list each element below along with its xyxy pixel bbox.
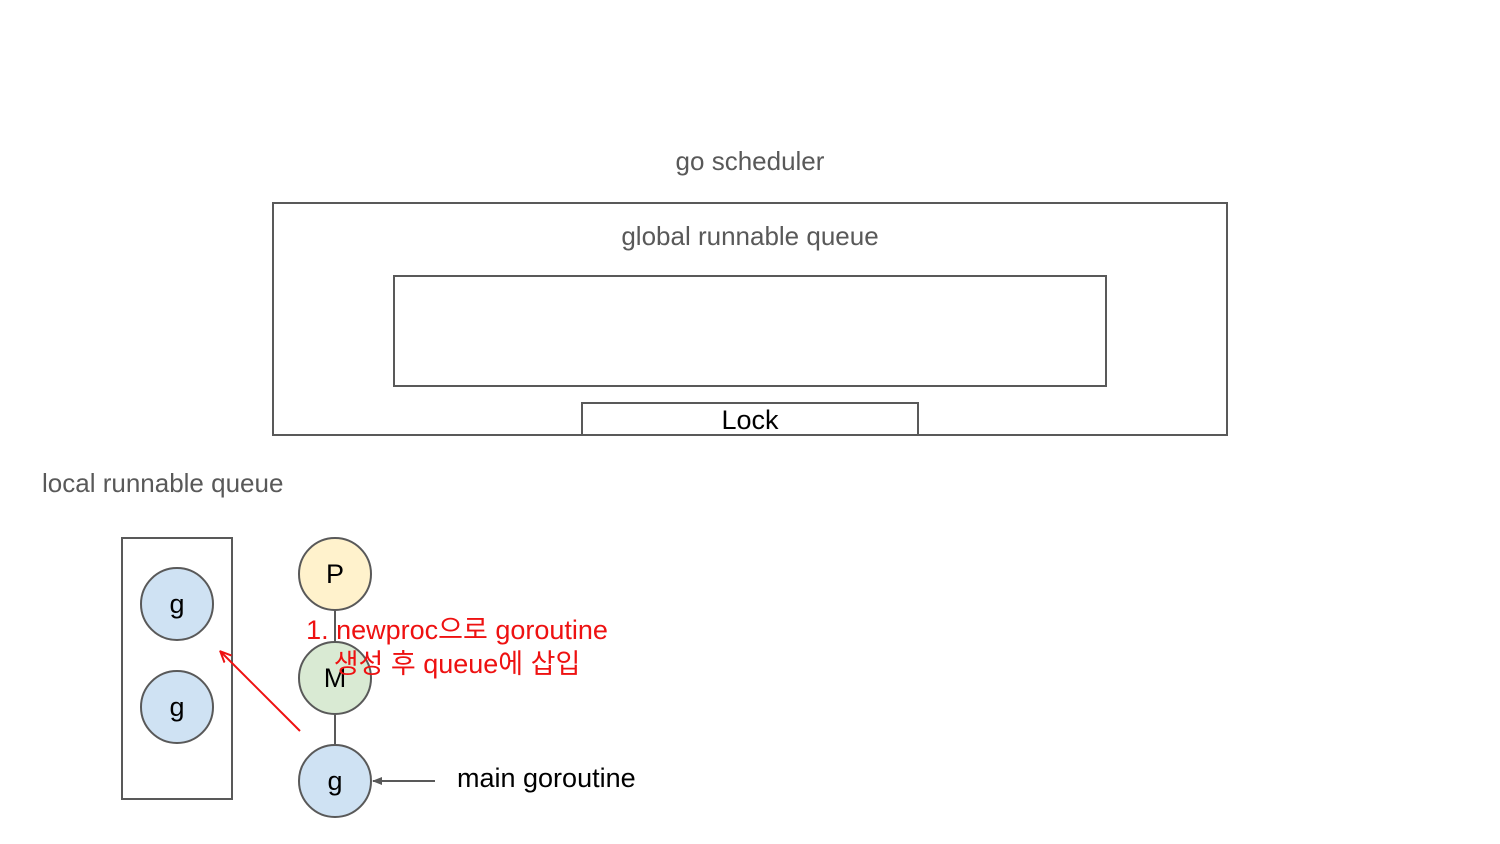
lock-label: Lock [721,404,779,435]
main-goroutine-node: g [298,744,372,818]
local-queue-goroutine: g [140,670,214,744]
machine-node: M [298,641,372,715]
local-queue-goroutine: g [140,567,214,641]
p-m-connector [334,611,336,642]
diagram-title: go scheduler [675,146,825,176]
enqueue-annotation-line1: 1. newproc으로 goroutine [306,615,608,645]
m-g-connector [334,715,336,744]
processor-node: P [298,537,372,611]
global-queue-label: global runnable queue [621,221,879,251]
local-queue-label: local runnable queue [42,468,284,498]
lock-box: Lock [581,402,919,436]
enqueue-annotation: 1. newproc으로 goroutine 생성 후 queue에 삽입 [282,613,632,681]
global-queue-slot [393,275,1107,387]
main-goroutine-label: main goroutine [457,763,636,793]
enqueue-annotation-line2: 생성 후 queue에 삽입 [333,649,581,679]
